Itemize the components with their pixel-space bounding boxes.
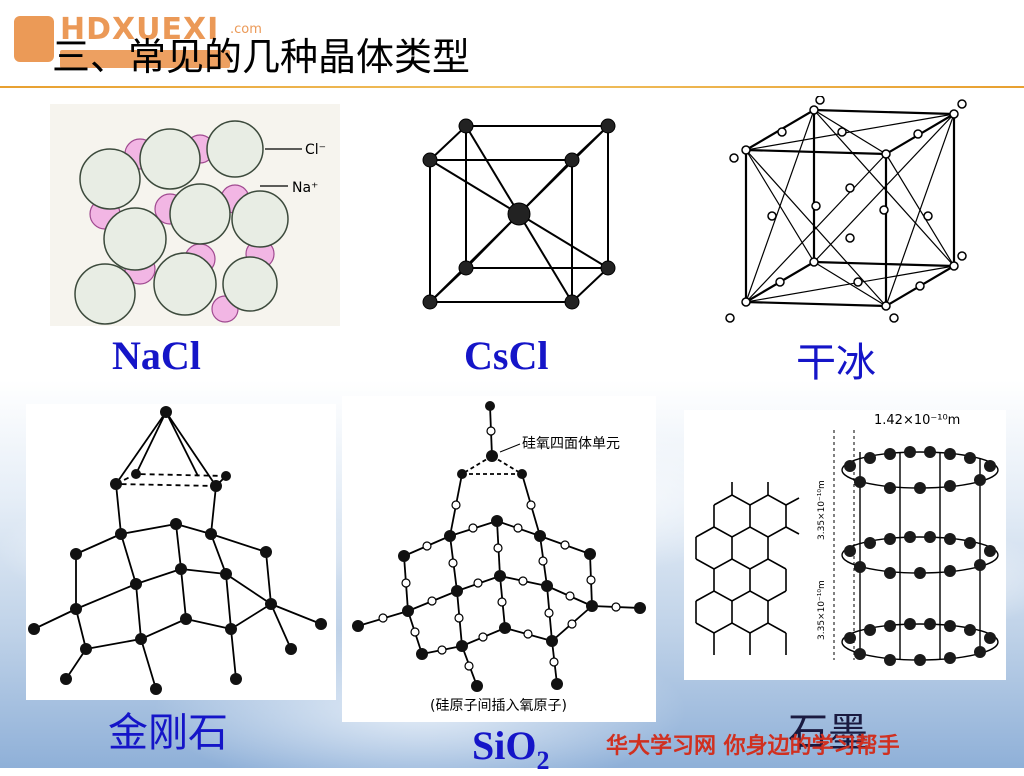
dry-ice-figure (722, 96, 972, 332)
footer-slogan: 华大学习网 你身边的学习帮手 (606, 734, 900, 759)
dry-ice-label: 干冰 (796, 340, 876, 386)
sio2-figure: 硅氧四面体单元 (342, 396, 656, 722)
logo-mark (14, 16, 54, 62)
sio2-label: SiO2 (472, 722, 549, 776)
nacl-label: NaCl (112, 333, 201, 378)
graphite-figure: 1.42×10⁻¹⁰m 3.35×10⁻¹⁰m 3.35×10⁻¹⁰m (684, 410, 1006, 680)
sio2-annotation: 硅氧四面体单元 (522, 436, 620, 452)
diamond-figure (26, 404, 336, 700)
nacl-na-annotation: Na⁺ (292, 180, 318, 196)
sio2-label-main: SiO (472, 723, 537, 768)
cscl-figure (404, 108, 640, 322)
sio2-label-subscript: 2 (536, 746, 550, 775)
cscl-label: CsCl (464, 333, 549, 378)
graphite-label: 石墨 (788, 710, 868, 756)
nacl-cl-annotation: Cl⁻ (305, 142, 326, 158)
site-logo: HDXUEXI .com (8, 6, 298, 76)
graphite-annotation: 1.42×10⁻¹⁰m (874, 413, 960, 428)
logo-suffix: .com (230, 22, 262, 37)
logo-text: HDXUEXI (60, 12, 220, 47)
diamond-label: 金刚石 (108, 710, 228, 756)
title-divider (0, 86, 1024, 88)
logo-subbar (60, 50, 230, 68)
graphite-side-mark-2: 3.35×10⁻¹⁰m (817, 580, 827, 640)
sio2-caption: (硅原子间插入氧原子) (430, 698, 567, 714)
slide-title: 三、常见的几种晶体类型 (52, 35, 471, 79)
graphite-side-mark-1: 3.35×10⁻¹⁰m (817, 480, 827, 540)
nacl-figure: Cl⁻ Na⁺ (50, 104, 340, 326)
